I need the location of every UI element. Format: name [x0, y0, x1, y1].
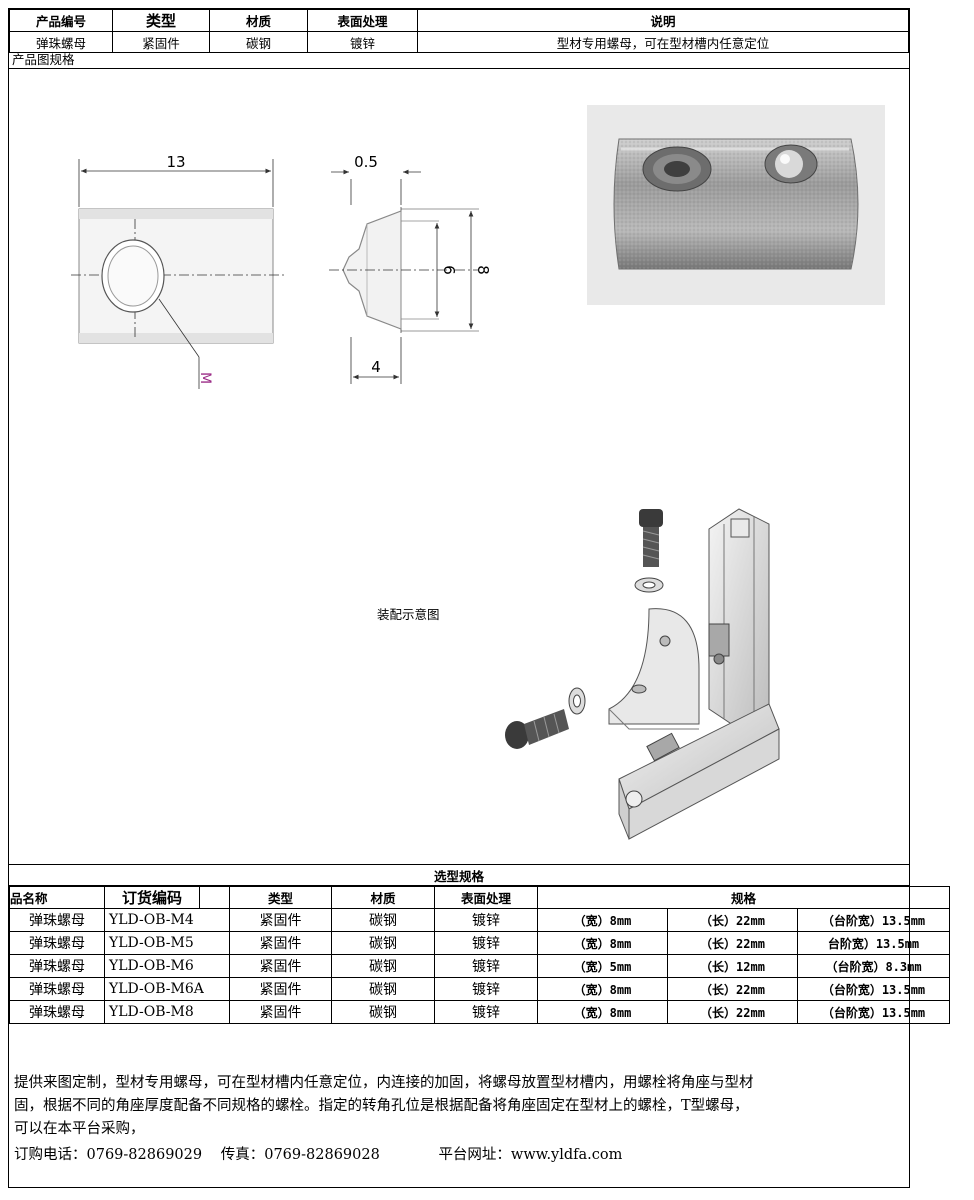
cell-step-width: （台阶宽）8.3mm — [797, 954, 950, 978]
cell-product-code: 弹珠螺母 — [9, 31, 113, 53]
notes-line: 固，根据不同的角座厚度配备不同规格的螺栓。指定的转角孔位是根据配备将角座固定在型… — [14, 1098, 749, 1114]
cell-length: （长）22mm — [667, 977, 798, 1001]
notes-line: 可以在本平台采购， — [14, 1121, 145, 1137]
cell-code: YLD-OB-M5 — [104, 931, 230, 955]
cell-type: 紧固件 — [229, 977, 332, 1001]
selection-section: 选型规格 品名称 订货编码 类型 材质 表面处理 规格 弹珠螺母 YLD-OB-… — [9, 864, 950, 1024]
cell-material: 碳钢 — [331, 1000, 435, 1024]
cell-material: 碳钢 — [331, 977, 435, 1001]
notes-text: 提供来图定制，型材专用螺母，可在型材槽内任意定位，内连接的加固，将螺母放置型材槽… — [14, 1072, 974, 1141]
cell-finish: 镀锌 — [434, 908, 538, 932]
header-order-code: 订货编码 — [104, 886, 200, 909]
table-row: 弹珠螺母 YLD-OB-M8 紧固件 碳钢 镀锌 （宽）8mm （长）22mm … — [9, 1000, 950, 1024]
cell-length: （长）22mm — [667, 1000, 798, 1024]
website-link[interactable]: 平台网址：www.yldfa.com — [438, 1147, 623, 1163]
dim-inner-label: 6 — [440, 265, 458, 275]
cell-width: （宽）8mm — [537, 977, 668, 1001]
product-info-row: 弹珠螺母 紧固件 碳钢 镀锌 型材专用螺母，可在型材槽内任意定位 — [9, 31, 909, 53]
cell-type: 紧固件 — [229, 931, 332, 955]
table-row: 弹珠螺母 YLD-OB-M6 紧固件 碳钢 镀锌 （宽）5mm （长）12mm … — [9, 954, 950, 978]
cell-width: （宽）5mm — [537, 954, 668, 978]
drawing-area: 13 M 0.5 — [9, 69, 908, 864]
header-material: 材质 — [331, 886, 435, 909]
cell-type: 紧固件 — [112, 31, 210, 53]
cell-code: YLD-OB-M6 — [104, 954, 230, 978]
header-material: 材质 — [209, 9, 308, 32]
dim-height-label: 4 — [371, 358, 381, 376]
cell-material: 碳钢 — [331, 931, 435, 955]
cell-name: 弹珠螺母 — [9, 954, 105, 978]
table-row: 弹珠螺母 YLD-OB-M4 紧固件 碳钢 镀锌 （宽）8mm （长）22mm … — [9, 908, 950, 932]
cell-length: （长）22mm — [667, 931, 798, 955]
cell-step-width: （台阶宽）13.5mm — [797, 977, 950, 1001]
cell-finish: 镀锌 — [434, 954, 538, 978]
cell-material: 碳钢 — [331, 908, 435, 932]
assembly-diagram-label: 装配示意图 — [377, 607, 440, 622]
header-blank — [199, 886, 230, 909]
cell-name: 弹珠螺母 — [9, 931, 105, 955]
cell-name: 弹珠螺母 — [9, 977, 105, 1001]
technical-drawing: 13 M 0.5 — [71, 105, 885, 840]
selection-table: 品名称 订货编码 类型 材质 表面处理 规格 弹珠螺母 YLD-OB-M4 紧固… — [9, 886, 950, 1024]
selection-header-row: 品名称 订货编码 类型 材质 表面处理 规格 — [9, 886, 950, 909]
header-finish: 表面处理 — [434, 886, 538, 909]
product-info-table: 产品编号 类型 材质 表面处理 说明 弹珠螺母 紧固件 碳钢 镀锌 型材专用螺母… — [9, 9, 909, 53]
cell-type: 紧固件 — [229, 908, 332, 932]
header-product-code: 产品编号 — [9, 9, 113, 32]
header-type: 类型 — [112, 9, 210, 32]
dim-outer-label: 8 — [474, 265, 492, 275]
cell-length: （长）12mm — [667, 954, 798, 978]
header-spec: 规格 — [537, 886, 950, 909]
cell-finish: 镀锌 — [434, 1000, 538, 1024]
table-row: 弹珠螺母 YLD-OB-M6A 紧固件 碳钢 镀锌 （宽）8mm （长）22mm… — [9, 977, 950, 1001]
fax-number: 传真：0769-82869028 — [220, 1147, 380, 1163]
selection-title: 选型规格 — [9, 864, 909, 886]
cell-material: 碳钢 — [209, 31, 308, 53]
dim-step-label: 0.5 — [354, 153, 378, 171]
product-info-header: 产品编号 类型 材质 表面处理 说明 — [9, 9, 909, 32]
divider — [9, 68, 909, 69]
cell-code: YLD-OB-M8 — [104, 1000, 230, 1024]
order-phone: 订购电话：0769-82869029 — [14, 1147, 203, 1163]
header-type: 类型 — [229, 886, 332, 909]
cell-name: 弹珠螺母 — [9, 908, 105, 932]
cell-type: 紧固件 — [229, 954, 332, 978]
cell-finish: 镀锌 — [434, 977, 538, 1001]
table-row: 弹珠螺母 YLD-OB-M5 紧固件 碳钢 镀锌 （宽）8mm （长）22mm … — [9, 931, 950, 955]
selection-title-bar: 选型规格 — [9, 864, 909, 886]
thread-size-label: M — [197, 372, 213, 384]
cell-description: 型材专用螺母，可在型材槽内任意定位 — [417, 31, 909, 53]
header-name: 品名称 — [9, 886, 105, 909]
cell-length: （长）22mm — [667, 908, 798, 932]
header-description: 说明 — [417, 9, 909, 32]
cell-width: （宽）8mm — [537, 908, 668, 932]
cell-material: 碳钢 — [331, 954, 435, 978]
header-finish: 表面处理 — [307, 9, 418, 32]
cell-finish: 镀锌 — [307, 31, 418, 53]
cell-step-width: 台阶宽）13.5mm — [797, 931, 950, 955]
dim-length-label: 13 — [166, 153, 185, 171]
cell-code: YLD-OB-M4 — [104, 908, 230, 932]
product-photo — [587, 105, 885, 305]
assembly-illustration — [505, 508, 780, 840]
cell-step-width: （台阶宽）13.5mm — [797, 1000, 950, 1024]
cell-name: 弹珠螺母 — [9, 1000, 105, 1024]
cell-width: （宽）8mm — [537, 1000, 668, 1024]
cell-code: YLD-OB-M6A — [104, 977, 230, 1001]
spec-sheet: 产品编号 类型 材质 表面处理 说明 弹珠螺母 紧固件 碳钢 镀锌 型材专用螺母… — [8, 8, 950, 1188]
spec-section-title: 产品图规格 — [12, 52, 75, 67]
cell-type: 紧固件 — [229, 1000, 332, 1024]
contact-line: 订购电话：0769-82869029 传真：0769-82869028 平台网址… — [14, 1143, 622, 1164]
cell-step-width: （台阶宽）13.5mm — [797, 908, 950, 932]
notes-line: 提供来图定制，型材专用螺母，可在型材槽内任意定位，内连接的加固，将螺母放置型材槽… — [14, 1075, 754, 1091]
front-view: 13 M — [71, 153, 287, 389]
side-view: 0.5 4 6 8 — [329, 153, 492, 384]
cell-finish: 镀锌 — [434, 931, 538, 955]
cell-width: （宽）8mm — [537, 931, 668, 955]
